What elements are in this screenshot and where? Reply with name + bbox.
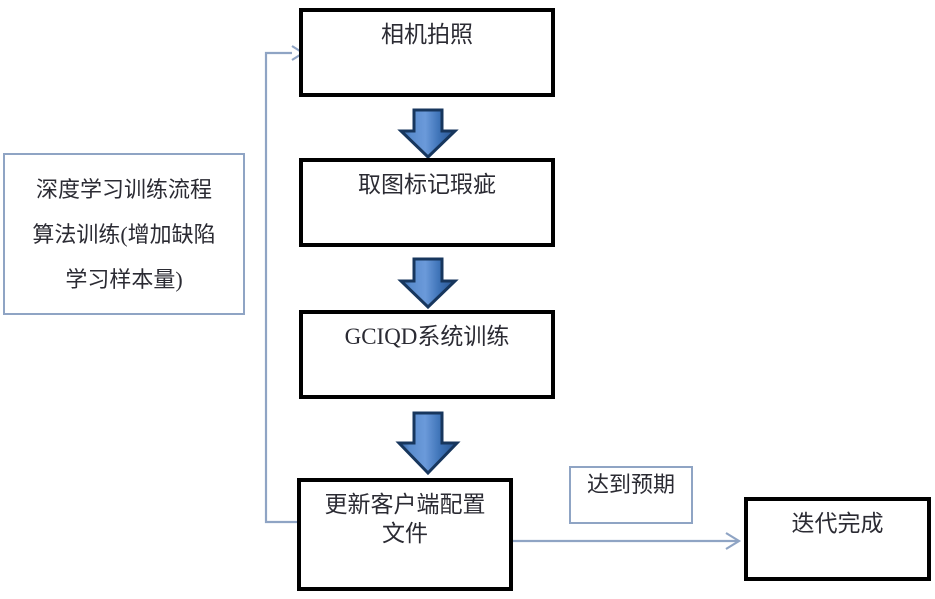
node-iteration-complete[interactable]: 迭代完成 <box>744 497 931 581</box>
edge-label-meets-expectation-text: 达到预期 <box>586 472 675 497</box>
node-iteration-complete-label: 迭代完成 <box>791 511 884 536</box>
node-update-client-config-label: 更新客户端配置 文件 <box>324 492 486 547</box>
edge-label-meets-expectation: 达到预期 <box>569 466 693 524</box>
node-update-client-config[interactable]: 更新客户端配置 文件 <box>297 478 513 591</box>
block-arrow-camera-to-mark <box>397 108 459 160</box>
training-process-note-box: 深度学习训练流程 算法训练(增加缺陷 学习样本量) <box>3 153 245 315</box>
node-gciqd-system-training-label: GCIQD系统训练 <box>344 324 510 349</box>
node-camera-capture-label: 相机拍照 <box>381 22 473 47</box>
node-mark-defects[interactable]: 取图标记瑕疵 <box>299 158 555 247</box>
feedback-loop-connector <box>264 45 306 524</box>
training-process-note-label: 深度学习训练流程 算法训练(增加缺陷 学习样本量) <box>32 177 216 293</box>
node-gciqd-system-training[interactable]: GCIQD系统训练 <box>299 310 555 399</box>
node-camera-capture[interactable]: 相机拍照 <box>299 8 555 97</box>
success-path-connector <box>513 532 742 550</box>
node-mark-defects-label: 取图标记瑕疵 <box>358 172 496 197</box>
block-arrow-gciqd-to-update <box>395 411 461 476</box>
block-arrow-mark-to-gciqd <box>397 257 459 310</box>
